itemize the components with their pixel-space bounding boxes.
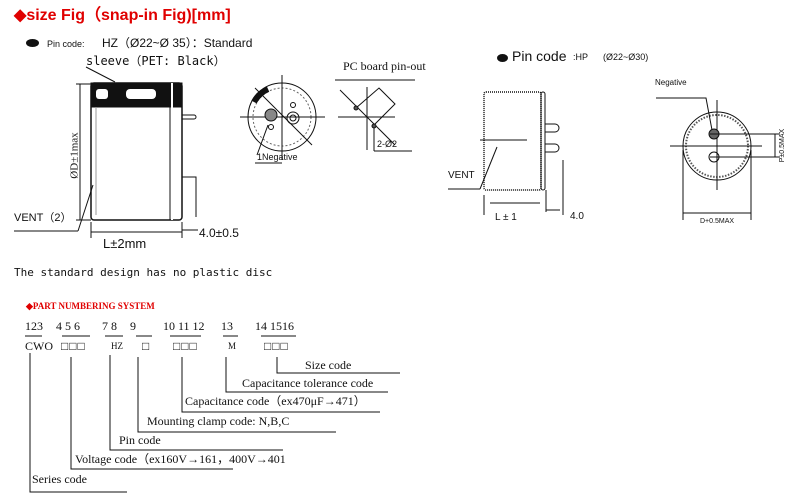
tolerance-code-label: Capacitance tolerance code [242,376,374,390]
negative-label: 1Negative [257,152,298,162]
red-diamond-icon: ◆ [26,301,33,311]
hz-pin-code-label: Pin code: [47,39,85,49]
diameter-label: ØD±1max [68,132,81,179]
code: □□□ [61,339,86,353]
code: □□□ [173,339,198,353]
hz-pin-code-value: HZ（Ø22~Ø 35）：Standard [102,36,253,50]
code: M [228,341,237,351]
vent-label: VENT（2） [14,212,72,224]
position: 13 [221,319,233,333]
pin-length-label: 4.0±0.5 [199,226,239,240]
hp-capacitor-top-view [656,97,780,220]
hp-diameter-label: D+0.5MAX [700,218,735,225]
pin-code-label: Pin code [119,433,161,447]
hp-pitch-label: P±0.5MAX [779,128,787,163]
size-code-label: Size code [305,358,352,372]
series-code-label: Series code [32,472,87,486]
code: HZ [111,341,123,351]
hp-negative-label: Negative [655,78,687,87]
position: 4 5 6 [56,319,80,333]
hp-pin-length-label: 4.0 [570,211,584,222]
bullet-icon [26,39,39,47]
red-diamond-icon: ◆ [14,7,27,24]
note-text: The standard design has no plastic disc [14,266,273,279]
bullet-icon [497,54,508,62]
code: □ [142,339,150,353]
position: 14 1516 [255,319,294,333]
pcb-pinout-diagram [335,79,415,152]
page-title: ◆size Fig（snap-in Fig)[mm] [14,7,231,24]
position: 9 [130,319,136,333]
position: 7 8 [102,319,117,333]
pcb-pinout-title: PC board pin-out [343,59,426,73]
hp-vent-label: VENT [448,170,475,181]
hp-pin-code-value: :HP [573,52,589,62]
voltage-code-label: Voltage code（ex160V→161，400V→401 [75,452,286,466]
code: CWO [25,339,53,353]
part-numbering-leader-lines [25,335,400,493]
position: 10 11 12 [163,319,205,333]
hz-capacitor-top-view [240,75,325,164]
hp-length-label: L ± 1 [495,212,517,223]
length-label: L±2mm [103,236,147,251]
capacitance-code-label: Capacitance code（ex470μF→471） [185,394,366,408]
part-numbering-title: ◆PART NUMBERING SYSTEM [26,301,155,311]
hp-range: (Ø22~Ø30) [603,52,649,62]
hp-pin-code-label: Pin code [512,48,567,64]
code: □□□ [264,339,289,353]
position: 123 [25,319,43,333]
pcb-hole-label: 2-Ø2 [377,139,398,149]
mounting-code-label: Mounting clamp code: N,B,C [147,414,290,428]
sleeve-label: sleeve（PET: Black） [86,54,226,68]
hz-capacitor-side-view [14,66,198,238]
hp-capacitor-side-view [448,91,564,215]
